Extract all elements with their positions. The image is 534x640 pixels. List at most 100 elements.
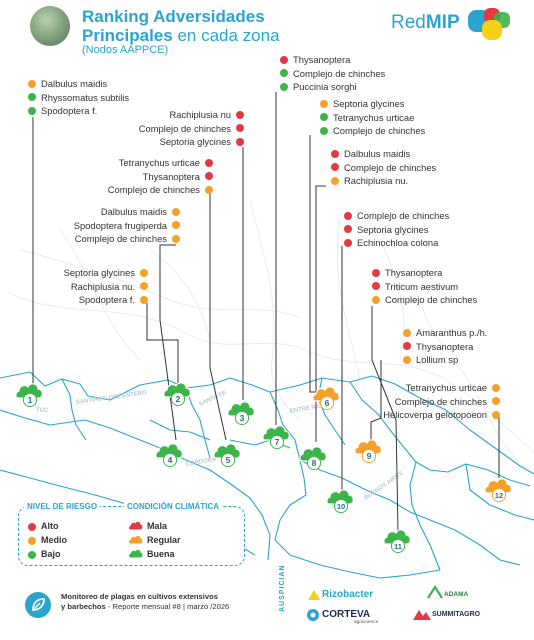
adversity-label: Complejo de chinches xyxy=(344,161,437,173)
zone-number: 4 xyxy=(168,455,173,465)
risk-dot xyxy=(28,79,36,88)
legend-climate-label: Mala xyxy=(147,521,168,531)
adversity-label: Tetranychus urticae xyxy=(333,111,415,123)
legend-climate-title: CONDICIÓN CLIMÁTICA xyxy=(124,502,222,511)
zone-number: 6 xyxy=(325,398,330,408)
climate-cloud-icon: 12 xyxy=(484,478,512,503)
adversity-label: Tetranychus urticae xyxy=(118,157,200,168)
risk-dot xyxy=(320,99,328,108)
legend-risk-dot xyxy=(28,537,36,545)
brand-name: RedMIP xyxy=(391,12,460,33)
adversity-label: Thysanoptera xyxy=(385,267,443,278)
legend-risk-title: NIVEL DE RIESGO xyxy=(24,502,101,511)
header-plant-photo xyxy=(30,6,70,46)
legend-climate-label: Buena xyxy=(147,549,175,559)
legend-cloud-icon xyxy=(129,521,143,530)
risk-dot xyxy=(236,137,244,146)
climate-cloud-icon: 9 xyxy=(354,439,382,464)
adversity-label: Complejo de chinches xyxy=(74,233,167,245)
risk-dot xyxy=(280,82,288,91)
adversity-label: Dalbulus maidis xyxy=(41,78,108,89)
adversity-label: Triticum aestivum xyxy=(385,280,459,292)
page-subtitle: (Nodos AAPPCE) xyxy=(82,44,169,56)
risk-dot xyxy=(331,163,339,172)
sponsor-corteva: CORTEVA xyxy=(322,609,371,620)
zone-number: 10 xyxy=(337,502,345,511)
adversity-label: Complejo de chinches xyxy=(293,67,386,79)
adversity-label: Complejo de chinches xyxy=(333,125,426,137)
risk-dot xyxy=(372,268,380,277)
adversity-label: Complejo de chinches xyxy=(107,184,200,196)
risk-dot xyxy=(372,295,380,304)
adversity-label: Helicoverpa gelotopoeon xyxy=(383,409,487,421)
risk-dot xyxy=(140,282,148,291)
legend-risk-label: Alto xyxy=(41,521,59,531)
adversity-label: Thysanoptera xyxy=(416,340,474,352)
zone-number: 7 xyxy=(275,437,280,447)
auspician-label: AUSPICIAN xyxy=(279,564,286,612)
risk-dot xyxy=(28,106,36,115)
legend-risk-label: Medio xyxy=(41,535,67,545)
adversity-label: Septoria glycines xyxy=(63,267,135,278)
adversity-label: Puccinia sorghi xyxy=(293,81,357,93)
risk-dot xyxy=(492,383,500,392)
climate-cloud-icon: 4 xyxy=(155,443,183,468)
risk-dot xyxy=(280,69,288,78)
adversity-label: Amaranthus p./h. xyxy=(416,327,488,338)
risk-dot xyxy=(320,113,328,122)
corteva-logo-icon xyxy=(307,609,319,621)
adversity-label: Complejo de chinches xyxy=(357,210,450,221)
risk-dot xyxy=(492,397,500,406)
climate-cloud-icon: 7 xyxy=(262,425,290,450)
legend-risk-dot xyxy=(28,551,36,559)
risk-dot xyxy=(344,225,352,234)
redmip-logo-icon xyxy=(468,8,510,40)
climate-cloud-icon: 6 xyxy=(312,386,340,411)
sponsor-corteva-sub: agriscience xyxy=(354,620,379,625)
risk-dot xyxy=(172,221,180,230)
summitagro-logo-icon xyxy=(413,610,431,620)
adversity-label: Dalbulus maidis xyxy=(100,206,167,217)
sponsor-rizobacter: Rizobacter xyxy=(322,589,374,600)
adversity-label: Echinochloa colona xyxy=(357,237,439,249)
page-title: Ranking Adversidades Principales en cada… xyxy=(82,7,280,45)
legend-climate-label: Regular xyxy=(147,535,181,545)
risk-dot xyxy=(344,238,352,247)
adama-logo-icon xyxy=(427,585,443,599)
risk-dot xyxy=(492,410,500,419)
adversity-label: Lollium sp xyxy=(416,354,459,366)
zone-number: 2 xyxy=(176,394,181,404)
adversity-label: Spodoptera f. xyxy=(78,294,135,306)
risk-dot xyxy=(403,355,411,364)
risk-dot xyxy=(28,93,36,102)
zone-number: 1 xyxy=(28,395,33,405)
adversity-label: Dalbulus maidis xyxy=(344,148,411,159)
zone-number: 9 xyxy=(367,451,372,461)
zone-number: 5 xyxy=(226,455,231,465)
climate-cloud-icon: 3 xyxy=(227,401,255,426)
adversity-label: Complejo de chinches xyxy=(138,122,231,134)
risk-dot xyxy=(172,207,180,216)
risk-dot xyxy=(172,234,180,243)
adversity-label: Complejo de chinches xyxy=(394,395,487,407)
province-label-santa-fe: SANTA FE xyxy=(198,390,227,408)
province-label-cordoba: CORDOBA xyxy=(185,457,217,468)
leaf-badge-icon xyxy=(25,592,51,618)
adversity-label: Spodoptera frugiperda xyxy=(73,219,167,231)
risk-dot xyxy=(280,55,288,64)
adversity-label: Complejo de chinches xyxy=(385,294,478,306)
adversity-label: Rachiplusia nu. xyxy=(344,175,409,187)
adversity-label: Septoria glycines xyxy=(333,98,405,109)
leader-lines xyxy=(32,92,500,533)
risk-dot xyxy=(205,185,213,194)
adversity-label: Rhyssomatus subtilis xyxy=(41,91,130,103)
adversity-label: Rachiplusia nu xyxy=(169,109,232,120)
adversity-label: Septoria glycines xyxy=(357,223,429,235)
risk-dot xyxy=(344,211,352,220)
rizobacter-logo-icon xyxy=(308,590,320,600)
adversity-label: Thysanoptera xyxy=(142,170,200,182)
risk-dot xyxy=(205,172,213,181)
zone-number: 8 xyxy=(312,458,317,468)
adversity-label: Septoria glycines xyxy=(159,136,231,148)
